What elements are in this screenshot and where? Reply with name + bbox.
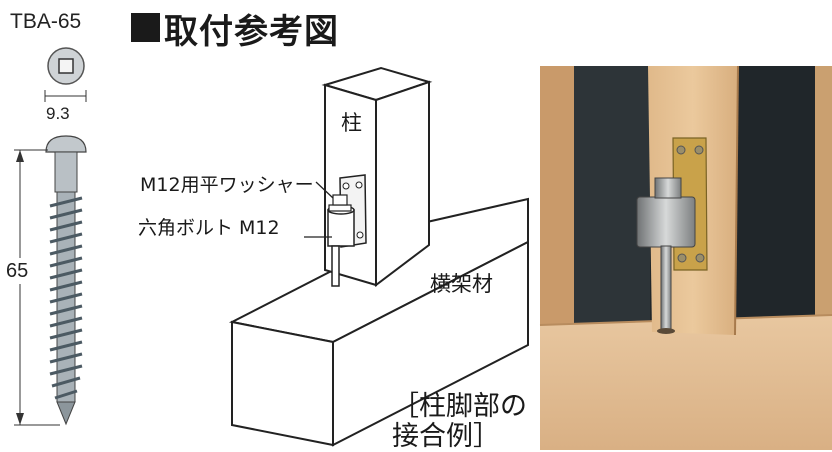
- washer-label: M12用平ワッシャー: [140, 174, 314, 196]
- caption-line-1: ［柱脚部の: [392, 391, 527, 422]
- title-marker: [131, 13, 160, 42]
- caption-line-2: 接合例］: [392, 421, 500, 452]
- model-number: TBA-65: [10, 10, 82, 33]
- column-label: 柱: [341, 111, 362, 135]
- head-width-dimension: 9.3: [46, 104, 70, 123]
- beam-label: 横架材: [430, 272, 493, 296]
- length-dimension: 65: [6, 260, 29, 282]
- page-title: 取付参考図: [164, 12, 339, 52]
- bolt-label: 六角ボルト M12: [138, 217, 280, 239]
